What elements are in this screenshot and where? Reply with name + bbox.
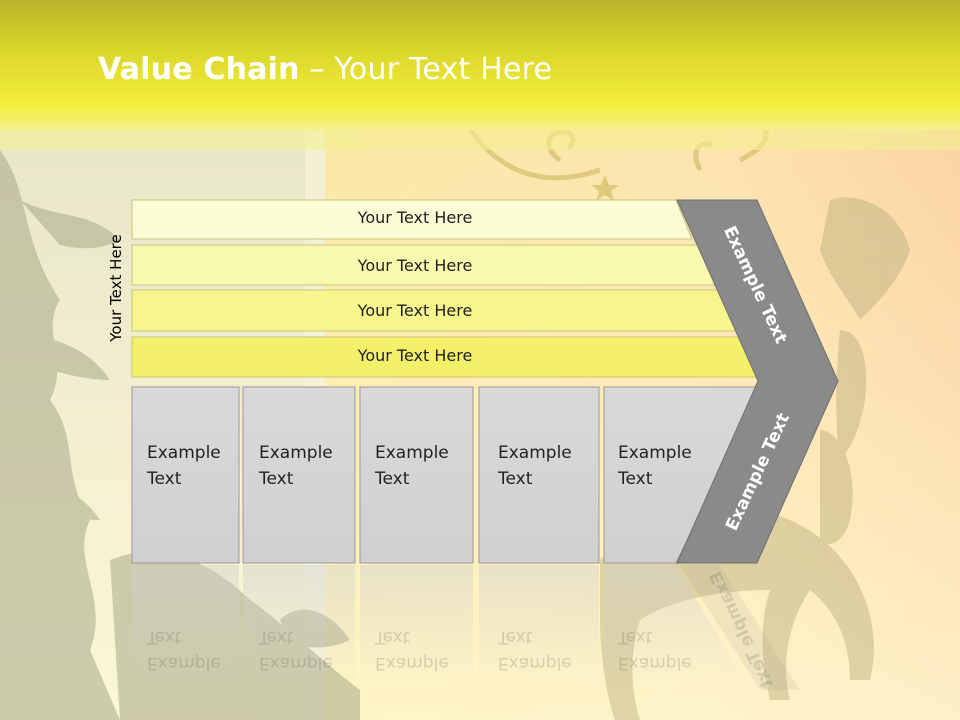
side-label-text: Your Text Here (107, 234, 125, 342)
box-4-line2: Text (498, 469, 533, 489)
box-text-3: Example Text (375, 440, 475, 492)
box-5-line2: Text (618, 469, 653, 489)
reflection-5-line2: Text (618, 627, 653, 647)
box-2 (242, 386, 356, 564)
value-chain-rows (131, 199, 764, 378)
reflection-4-line1: Example (498, 653, 572, 673)
box-reflection-text-2: Example Text (259, 624, 359, 676)
box-reflection-text-1: Example Text (147, 624, 247, 676)
row-text-2: Your Text Here (357, 256, 473, 275)
box-1-line2: Text (147, 469, 182, 489)
reflection-5-line1: Example (618, 653, 692, 673)
row-text-3: Your Text Here (357, 301, 473, 320)
box-reflection-text-4: Example Text (498, 624, 598, 676)
reflection-1-line1: Example (147, 653, 221, 673)
box-text-4: Example Text (498, 440, 598, 492)
box-3-line2: Text (375, 469, 410, 489)
box-reflection-text-5: Example Text (618, 624, 718, 676)
example-boxes (131, 386, 763, 564)
reflection-4-line2: Text (498, 627, 533, 647)
box-text-5: Example Text (618, 440, 718, 492)
box-1-line1: Example (147, 443, 221, 463)
box-reflections (132, 565, 800, 690)
box-1 (131, 386, 240, 564)
box-5-line1: Example (618, 443, 692, 463)
reflection-2-line2: Text (259, 627, 294, 647)
title-bold: Value Chain (98, 52, 300, 87)
box-2-line1: Example (259, 443, 333, 463)
box-3-line1: Example (375, 443, 449, 463)
box-4-line1: Example (498, 443, 572, 463)
chevron-arrow (676, 199, 839, 564)
box-reflection-text-3: Example Text (375, 624, 475, 676)
reflection-3-line2: Text (375, 627, 410, 647)
reflection-3-line1: Example (375, 653, 449, 673)
box-4 (478, 386, 600, 564)
reflection-2-line1: Example (259, 653, 333, 673)
box-5 (603, 386, 763, 564)
row-text-1: Your Text Here (357, 208, 473, 227)
box-2-line2: Text (259, 469, 294, 489)
box-3 (359, 386, 474, 564)
slide-title: Value Chain – Your Text Here (98, 52, 552, 87)
box-text-1: Example Text (147, 440, 247, 492)
box-text-2: Example Text (259, 440, 359, 492)
row-bar-1 (131, 199, 693, 240)
reflection-1-line2: Text (147, 627, 182, 647)
title-rest: – Your Text Here (299, 52, 553, 87)
row-text-4: Your Text Here (357, 346, 473, 365)
